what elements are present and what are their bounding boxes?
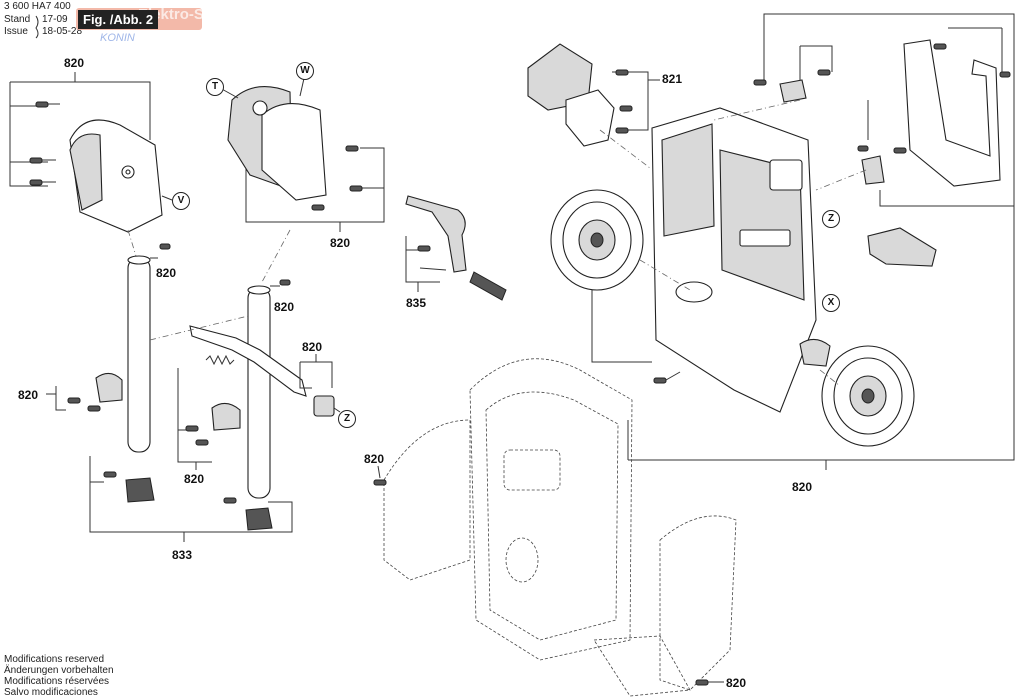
notice-line-de: Änderungen vorbehalten <box>4 665 114 676</box>
latch-lever <box>189 325 307 397</box>
screw-icon <box>615 127 629 134</box>
screw-icon <box>311 204 325 211</box>
clip-part <box>779 79 807 103</box>
screw-icon <box>417 245 431 252</box>
stand-value: 17-09 <box>42 14 68 25</box>
tube-left <box>127 257 151 453</box>
screw-icon <box>857 145 869 152</box>
screw-icon <box>279 279 291 286</box>
tube-foot-left <box>125 477 155 503</box>
screw-icon <box>933 43 947 50</box>
screw-icon <box>893 147 907 154</box>
tube-clamp-right <box>211 402 241 431</box>
cover-w-part <box>261 103 327 201</box>
issue-label: Issue <box>4 26 28 37</box>
header-brace <box>35 15 39 39</box>
screw-icon <box>35 101 60 108</box>
callout-835: 835 <box>406 296 427 310</box>
side-cover-group <box>9 72 173 233</box>
tube-right <box>247 287 271 499</box>
front-panel-ghost <box>383 358 737 697</box>
callout-820-side-cover: 820 <box>64 56 85 70</box>
callout-820-clamp-left: 820 <box>18 388 39 402</box>
callout-820-front-panel: 820 <box>364 452 385 466</box>
circle-label-v: V <box>172 192 190 210</box>
callout-820-tube-right-top: 820 <box>274 300 295 314</box>
screw-icon <box>753 79 767 86</box>
housing-knob <box>799 338 831 367</box>
screw-icon <box>619 105 633 112</box>
callout-820-cover-pair: 820 <box>330 236 351 250</box>
screw-icon <box>67 397 81 404</box>
screw-icon <box>185 425 199 432</box>
screw-icon <box>695 679 709 686</box>
screw-icon <box>223 497 237 504</box>
tube-foot-right <box>245 507 273 531</box>
small-bracket-right <box>857 100 1014 207</box>
modifications-notice: Modifications reserved Änderungen vorbeh… <box>4 654 114 698</box>
latch-knob <box>313 395 335 417</box>
screw-icon <box>345 145 359 152</box>
callout-820-latch: 820 <box>302 340 323 354</box>
bracket-part-b <box>565 89 615 147</box>
watermark-city: KONIN <box>100 32 135 44</box>
circle-label-t: T <box>206 78 224 96</box>
part-number: 3 600 HA7 400 <box>4 1 71 12</box>
cover-pair-group <box>219 73 385 283</box>
screw-icon <box>373 479 387 486</box>
handle-grip <box>469 271 507 301</box>
notice-line-fr: Modifications réservées <box>4 676 110 687</box>
circle-label-x: X <box>822 294 840 312</box>
callout-833: 833 <box>172 548 193 562</box>
screw-icon <box>817 69 831 76</box>
wheel-left <box>550 189 644 291</box>
screw-icon <box>999 71 1011 78</box>
tube-right-group <box>177 279 291 531</box>
tube-clamp-left <box>95 372 123 403</box>
bracket-821-group <box>527 43 660 147</box>
handle-part <box>405 195 467 273</box>
screw-icon <box>615 69 629 76</box>
screw-icon <box>159 243 171 250</box>
stand-label: Stand <box>4 14 31 25</box>
right-frame-part <box>903 39 1001 187</box>
screw-icon <box>653 377 667 384</box>
tube-left-group <box>46 229 293 542</box>
support-bracket-right <box>867 227 937 267</box>
handle-group <box>405 195 507 301</box>
clip-group <box>753 45 833 103</box>
screw-icon <box>29 179 56 186</box>
screw-icon <box>195 439 209 446</box>
spring-icon <box>205 354 235 366</box>
circle-label-w: W <box>296 62 314 80</box>
main-housing-group <box>651 107 831 413</box>
callout-820-wheels: 820 <box>792 480 813 494</box>
notice-line-en: Modifications reserved <box>4 654 105 665</box>
callout-821: 821 <box>662 72 683 86</box>
screw-icon <box>349 185 363 192</box>
watermark: Elektro-SERW <box>138 6 239 23</box>
right-frame-group <box>903 27 1011 187</box>
callout-820-clamp-right: 820 <box>184 472 205 486</box>
circle-label-z-latch: Z <box>338 410 356 428</box>
notice-line-es: Salvo modificaciones <box>4 687 98 698</box>
issue-value: 18-05-28 <box>42 26 83 37</box>
circle-label-z-housing: Z <box>822 210 840 228</box>
screw-icon <box>29 157 56 164</box>
wheel-right <box>821 345 915 447</box>
callout-820-bottom: 820 <box>726 676 747 690</box>
figure-label: Fig. /Abb. 2 <box>78 10 159 29</box>
latch-lever-group <box>189 325 341 417</box>
callout-820-tube-left-top: 820 <box>156 266 177 280</box>
screw-icon <box>87 405 101 412</box>
screw-icon <box>103 471 117 478</box>
